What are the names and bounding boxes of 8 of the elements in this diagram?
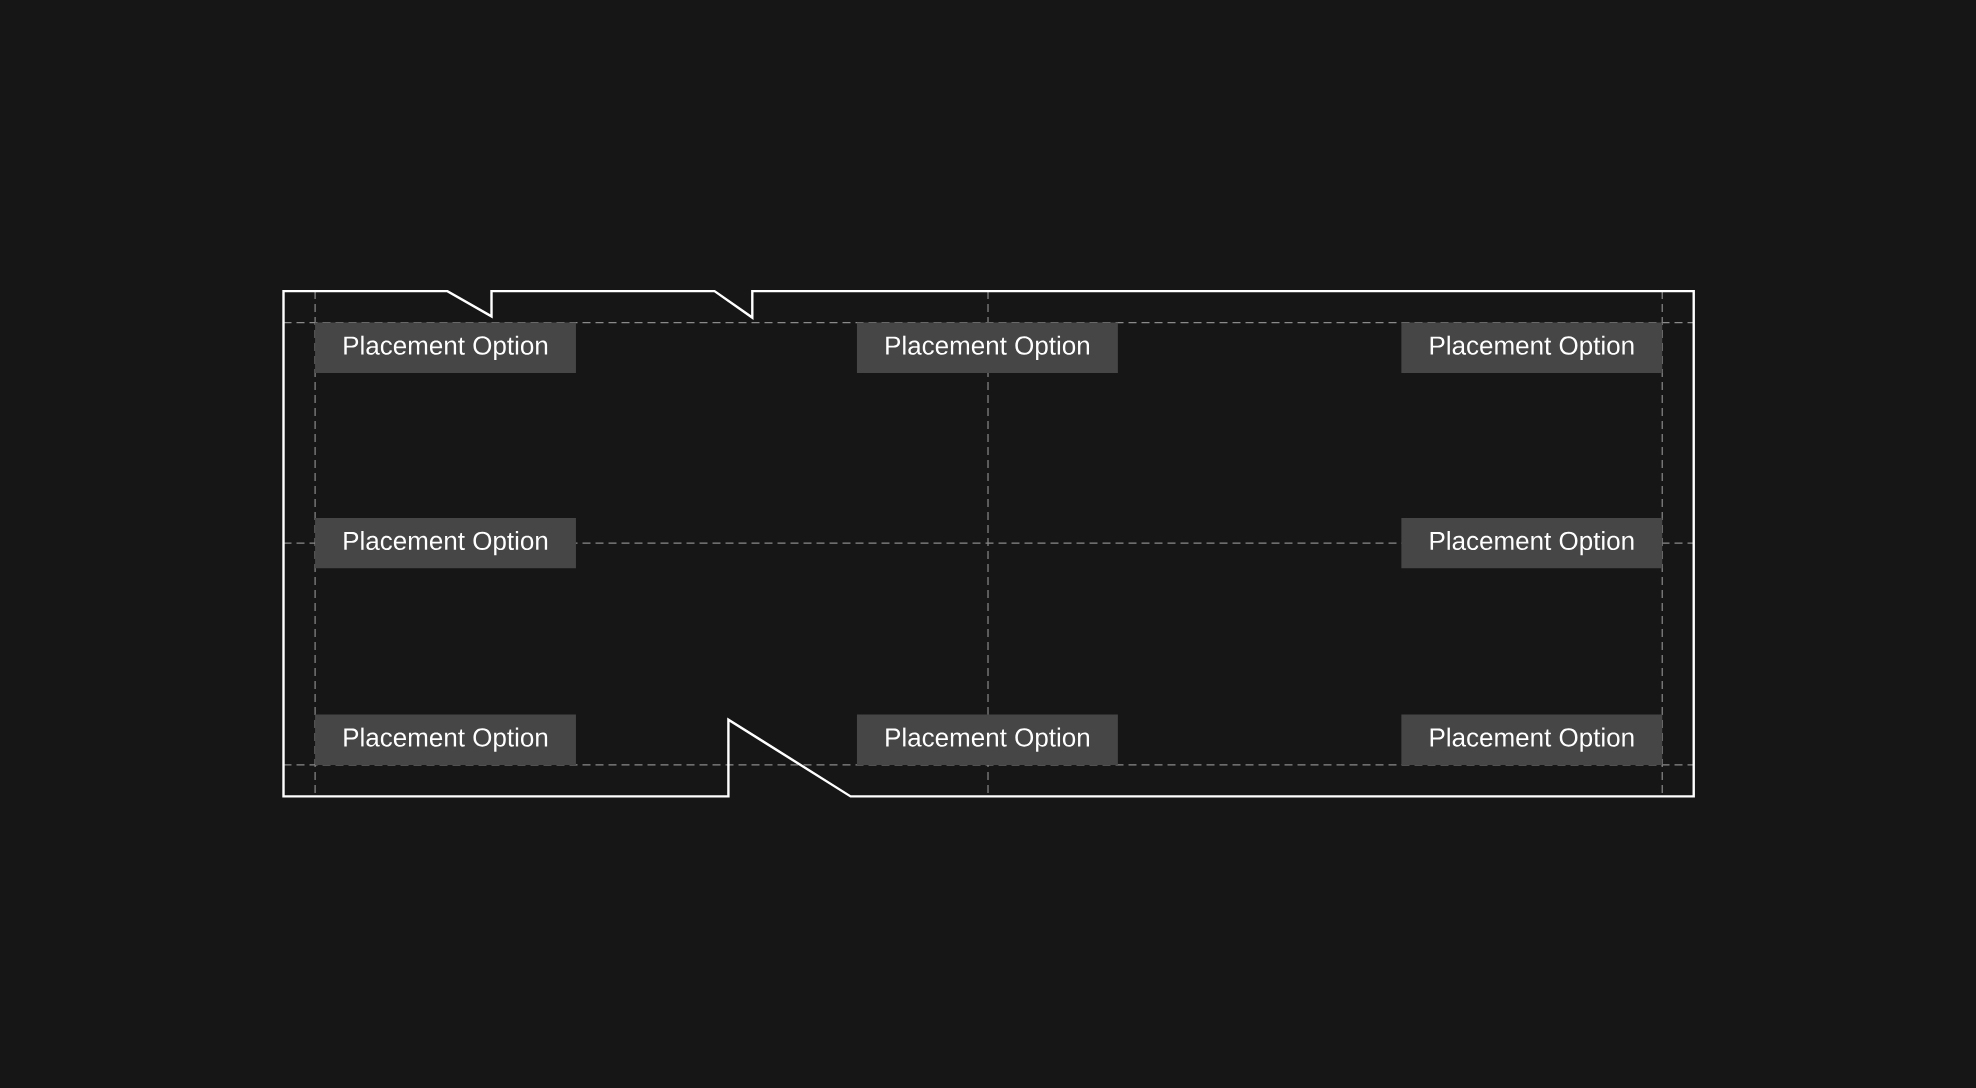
placement-box: Placement Option [1401,322,1663,373]
placement-box: Placement Option [1401,517,1663,569]
placement-box: Placement Option [856,322,1118,373]
placement-box: Placement Option [856,714,1118,765]
placement-box: Placement Option [315,322,576,373]
placement-box: Placement Option [315,517,576,569]
placement-box: Placement Option [1401,714,1663,765]
placement-box: Placement Option [315,714,576,765]
